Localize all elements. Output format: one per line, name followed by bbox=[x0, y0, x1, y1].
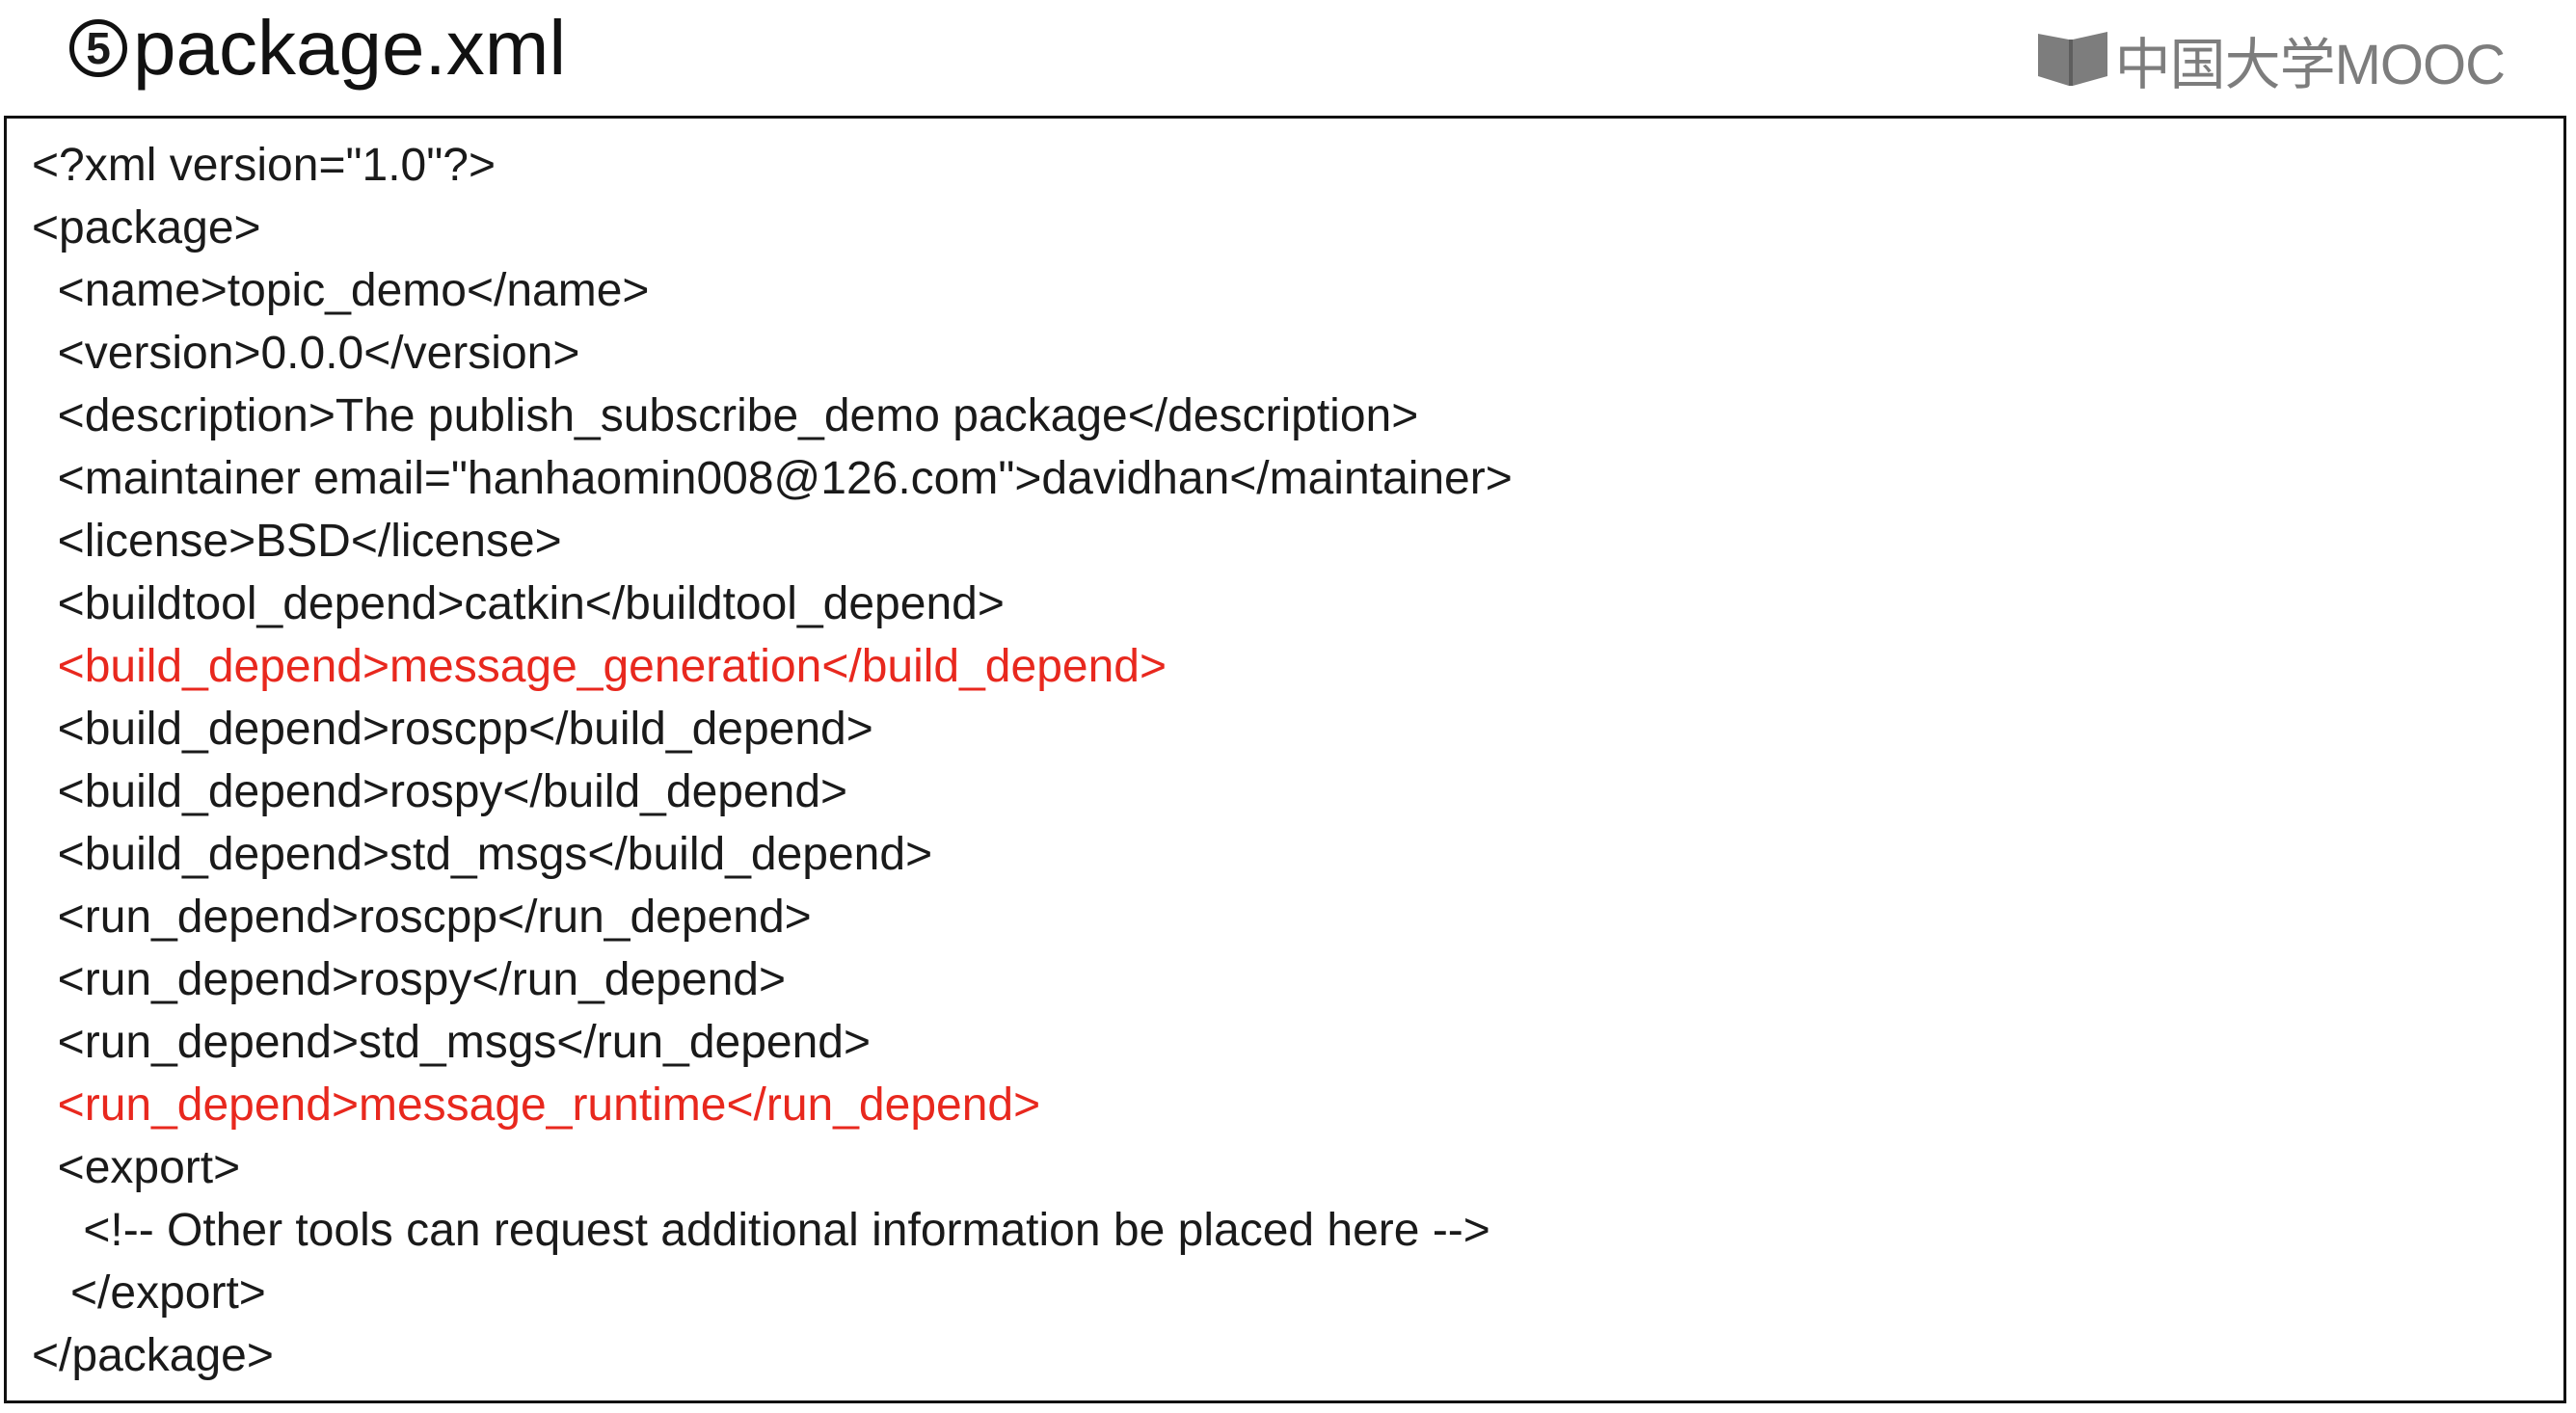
circled-number-badge: 5 bbox=[69, 19, 127, 77]
code-line: <run_depend>std_msgs</run_depend> bbox=[32, 1017, 872, 1068]
slide-title: 5 package.xml bbox=[69, 2, 566, 94]
open-book-icon bbox=[2037, 32, 2107, 86]
code-line: <description>The publish_subscribe_demo … bbox=[32, 390, 1419, 441]
code-line: <?xml version="1.0"?> bbox=[32, 140, 496, 191]
code-lines: <?xml version="1.0"?> <package> <name>top… bbox=[32, 134, 1513, 1387]
brand-name: 中国大学MOOC bbox=[2114, 34, 2506, 96]
title-text: package.xml bbox=[133, 5, 567, 91]
code-line: <!-- Other tools can request additional … bbox=[32, 1205, 1490, 1256]
code-line-highlighted: <build_depend>message_generation</build_… bbox=[32, 641, 1167, 692]
code-line: <maintainer email="hanhaomin008@126.com"… bbox=[32, 453, 1513, 504]
code-line: <license>BSD</license> bbox=[32, 516, 562, 567]
code-line: </package> bbox=[32, 1330, 274, 1381]
code-line: <run_depend>rospy</run_depend> bbox=[32, 954, 786, 1005]
code-line: <build_depend>rospy</build_depend> bbox=[32, 766, 848, 817]
code-line: <package> bbox=[32, 202, 261, 253]
code-line: <build_depend>std_msgs</build_depend> bbox=[32, 829, 933, 880]
code-line: <name>topic_demo</name> bbox=[32, 265, 650, 316]
code-line: </export> bbox=[32, 1267, 266, 1319]
code-line: <version>0.0.0</version> bbox=[32, 328, 580, 379]
code-block: <?xml version="1.0"?> <package> <name>top… bbox=[4, 116, 2566, 1403]
code-line: <buildtool_depend>catkin</buildtool_depe… bbox=[32, 578, 1005, 629]
code-line-highlighted: <run_depend>message_runtime</run_depend> bbox=[32, 1080, 1041, 1131]
code-line: <run_depend>roscpp</run_depend> bbox=[32, 892, 812, 943]
code-line: <build_depend>roscpp</build_depend> bbox=[32, 704, 873, 755]
mooc-logo: 中国大学MOOC bbox=[2034, 21, 2506, 98]
code-line: <export> bbox=[32, 1142, 241, 1193]
